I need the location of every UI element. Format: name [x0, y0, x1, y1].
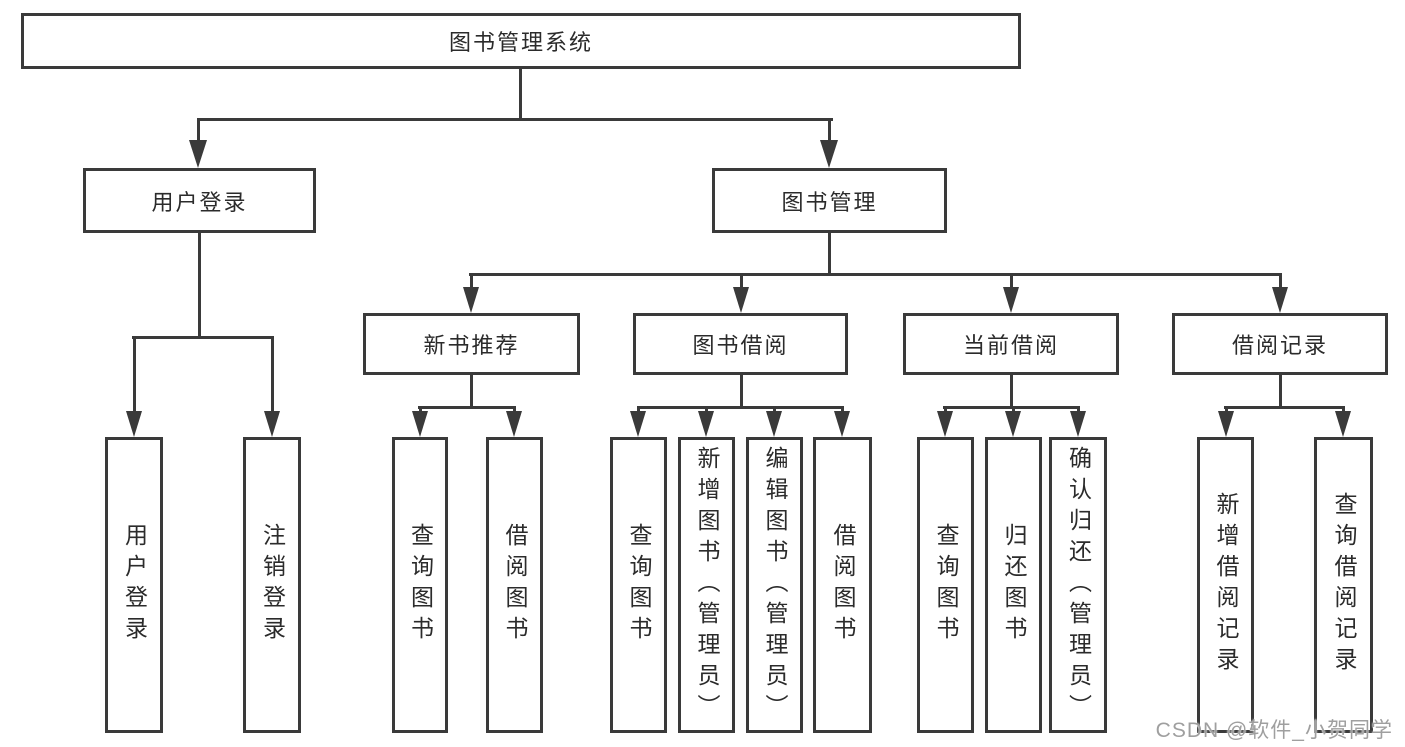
arrow-down-icon	[1272, 287, 1288, 313]
connector-drop-user-login	[197, 118, 200, 144]
node-label: 当前借阅	[962, 333, 1059, 358]
node-label: 图书借阅	[692, 333, 789, 358]
connector-borrow-record-stem	[1279, 375, 1282, 406]
arrow-down-icon	[264, 411, 280, 437]
node-label: 图书管理	[781, 189, 878, 215]
arrow-down-icon	[766, 411, 782, 437]
leaf-label: 借阅图书	[830, 523, 856, 647]
node-user-login: 用户登录	[83, 168, 316, 233]
connector-drop-new-book	[470, 273, 473, 289]
connector-user-login-stem	[198, 233, 201, 336]
connector-drop	[1342, 406, 1345, 414]
arrow-down-icon	[1003, 287, 1019, 313]
node-borrow-record: 借阅记录	[1172, 313, 1388, 375]
leaf-add-book-admin: 新增图书（管理员）	[678, 437, 735, 733]
connector-new-book-stem	[470, 375, 473, 406]
connector-drop	[1077, 406, 1080, 414]
connector-user-login-bus	[132, 336, 274, 339]
arrow-down-icon	[412, 411, 428, 437]
leaf-query-book-borrow: 查询图书	[610, 437, 667, 733]
leaf-user-login: 用户登录	[105, 437, 163, 733]
arrow-down-icon	[1218, 411, 1234, 437]
connector-drop-current-borrow	[1010, 273, 1013, 289]
connector-book-borrow-bus	[637, 406, 844, 409]
connector-drop	[513, 406, 516, 414]
arrow-down-icon	[1070, 411, 1086, 437]
leaf-label: 查询图书	[407, 523, 434, 647]
leaf-borrow-book-recommend: 借阅图书	[486, 437, 543, 733]
leaf-label: 新增图书（管理员）	[694, 445, 720, 725]
node-label: 新书推荐	[423, 333, 520, 358]
arrow-down-icon	[698, 411, 714, 437]
node-label: 用户登录	[151, 189, 248, 215]
leaf-borrow-book: 借阅图书	[813, 437, 872, 733]
connector-drop-borrow-record	[1279, 273, 1282, 289]
connector-book-management-stem	[828, 233, 831, 273]
connector-current-borrow-stem	[1010, 374, 1013, 406]
arrow-down-icon	[189, 140, 207, 168]
connector-drop-leaf-user-login	[133, 336, 136, 413]
leaf-label: 注销登录	[259, 523, 286, 647]
node-current-borrow: 当前借阅	[903, 313, 1119, 375]
leaf-label: 新增借阅记录	[1213, 492, 1239, 678]
node-label: 借阅记录	[1231, 333, 1328, 358]
leaf-edit-book-admin: 编辑图书（管理员）	[746, 437, 803, 733]
leaf-label: 用户登录	[121, 523, 148, 647]
leaf-confirm-return-admin: 确认归还（管理员）	[1049, 437, 1107, 733]
node-label: 图书管理系统	[448, 30, 593, 55]
arrow-down-icon	[463, 287, 479, 313]
leaf-label: 借阅图书	[502, 523, 528, 647]
connector-drop-leaf-logout	[271, 336, 274, 413]
connector-root-bus	[197, 118, 833, 121]
arrow-down-icon	[1335, 411, 1351, 437]
connector-drop	[1225, 406, 1228, 414]
leaf-query-borrow-record: 查询借阅记录	[1314, 437, 1373, 733]
connector-drop	[419, 406, 422, 414]
arrow-down-icon	[126, 411, 142, 437]
arrow-down-icon	[820, 140, 838, 168]
csdn-watermark: CSDN @软件_小贺同学	[1155, 719, 1393, 742]
connector-borrow-record-bus	[1224, 406, 1345, 409]
connector-drop-book-borrow	[740, 273, 743, 289]
connector-book-management-bus	[469, 273, 1282, 276]
leaf-query-book-current: 查询图书	[917, 437, 974, 733]
connector-drop	[944, 406, 947, 414]
leaf-label: 归还图书	[1001, 523, 1027, 647]
arrow-down-icon	[506, 411, 522, 437]
connector-book-borrow-stem	[740, 375, 743, 406]
node-book-management: 图书管理	[712, 168, 947, 233]
node-library-management-system: 图书管理系统	[21, 13, 1021, 69]
connector-root-stem	[519, 69, 522, 118]
node-book-borrow: 图书借阅	[633, 313, 848, 375]
connector-new-book-bus	[418, 406, 516, 409]
arrow-down-icon	[630, 411, 646, 437]
connector-drop	[773, 406, 776, 414]
arrow-down-icon	[733, 287, 749, 313]
leaf-label: 确认归还（管理员）	[1065, 445, 1092, 725]
arrow-down-icon	[1005, 411, 1021, 437]
connector-drop	[1012, 406, 1015, 414]
leaf-label: 编辑图书（管理员）	[762, 445, 788, 725]
arrow-down-icon	[834, 411, 850, 437]
leaf-label: 查询借阅记录	[1331, 492, 1357, 678]
leaf-label: 查询图书	[626, 523, 652, 647]
leaf-label: 查询图书	[933, 523, 959, 647]
leaf-query-book-recommend: 查询图书	[392, 437, 448, 733]
arrow-down-icon	[937, 411, 953, 437]
connector-drop-book-management	[828, 118, 831, 144]
connector-current-borrow-bus	[943, 406, 1080, 409]
connector-drop	[705, 406, 708, 414]
connector-drop	[637, 406, 640, 414]
node-new-book-recommend: 新书推荐	[363, 313, 580, 375]
leaf-logout: 注销登录	[243, 437, 301, 733]
connector-drop	[841, 406, 844, 414]
leaf-add-borrow-record: 新增借阅记录	[1197, 437, 1254, 733]
leaf-return-book: 归还图书	[985, 437, 1042, 733]
